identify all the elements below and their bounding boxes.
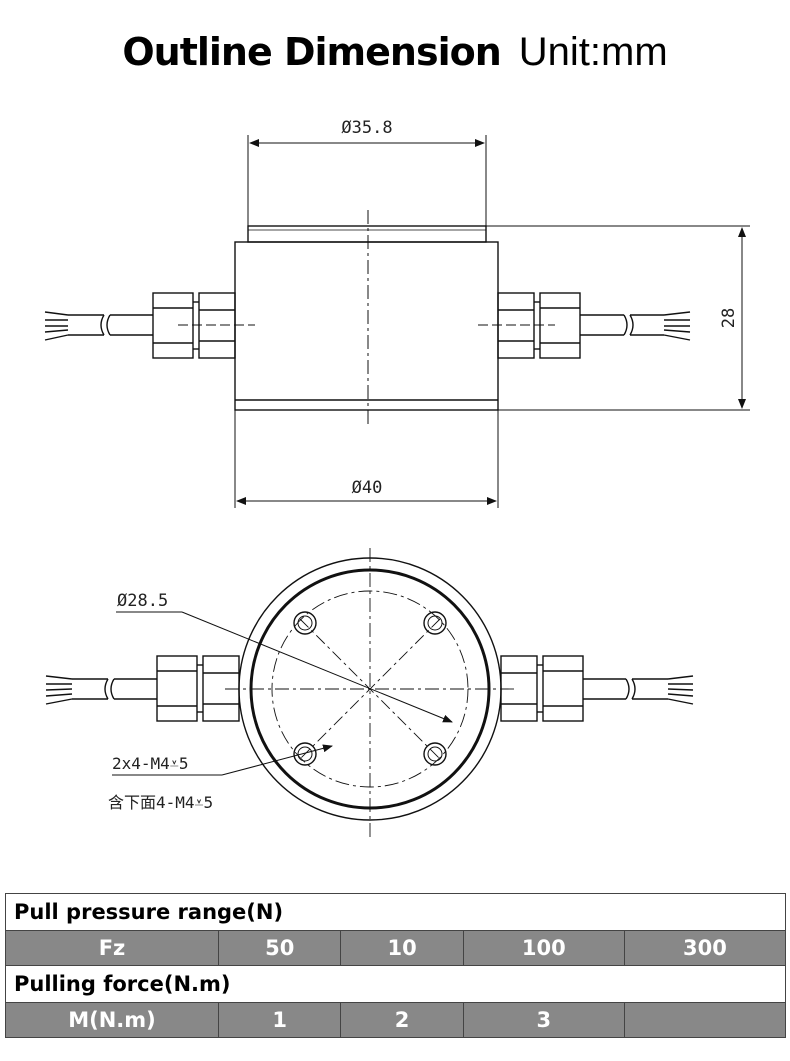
title-bold: Outline Dimension (122, 30, 501, 74)
bolt-circle-leader (116, 611, 453, 723)
mounting-hole (423, 742, 447, 766)
table-cell: 100 (462, 930, 625, 966)
left-connector (156, 655, 240, 722)
hole-note-1: 2x4-M4⩡5 (112, 754, 188, 773)
bottom-diameter-label: Ø40 (352, 478, 383, 498)
table-cell: 300 (623, 930, 787, 966)
table-cell: 10 (340, 930, 464, 966)
pull-pressure-range-heading: Pull pressure range(N) (5, 893, 786, 931)
height-label: 28 (719, 308, 739, 328)
mounting-hole (293, 611, 317, 635)
right-cable (580, 311, 691, 341)
hole-note-2: 含下面4-M4⩡5 (108, 793, 213, 812)
table-row: Fz 50 10 100 300 (5, 930, 787, 966)
front-view (44, 135, 750, 508)
mounting-hole (423, 611, 447, 635)
table-cell (623, 1002, 787, 1038)
right-cable (583, 675, 694, 705)
top-cap (247, 225, 487, 243)
table-cell: 2 (340, 1002, 464, 1038)
spec-table: Pull pressure range(N) Fz 50 10 100 300 … (5, 893, 787, 1038)
top-diameter-dimension (247, 135, 487, 226)
table-cell: 50 (217, 930, 342, 966)
left-cable (44, 311, 153, 341)
mounting-hole (293, 742, 317, 766)
top-view (45, 548, 694, 838)
bolt-circle-label: Ø28.5 (117, 591, 168, 611)
bottom-diameter-dimension (234, 410, 499, 508)
main-body (234, 241, 499, 411)
page-title: Outline Dimension Unit:mm (0, 30, 790, 75)
fz-label: Fz (5, 930, 219, 966)
table-cell: 1 (217, 1002, 342, 1038)
top-diameter-label: Ø35.8 (341, 118, 392, 138)
title-unit: Unit:mm (518, 30, 668, 74)
left-cable (45, 675, 157, 705)
table-row: Pulling force(N.m) (5, 965, 786, 1003)
right-connector (478, 292, 581, 359)
table-cell: 3 (462, 1002, 625, 1038)
left-connector (152, 292, 255, 359)
right-connector (500, 655, 584, 722)
hole-note-leader (112, 744, 333, 776)
table-row: M(N.m) 1 2 3 (5, 1002, 787, 1038)
height-dimension (486, 225, 750, 411)
table-row: Pull pressure range(N) (5, 893, 786, 931)
m-label: M(N.m) (5, 1002, 219, 1038)
pulling-force-heading: Pulling force(N.m) (5, 965, 786, 1003)
